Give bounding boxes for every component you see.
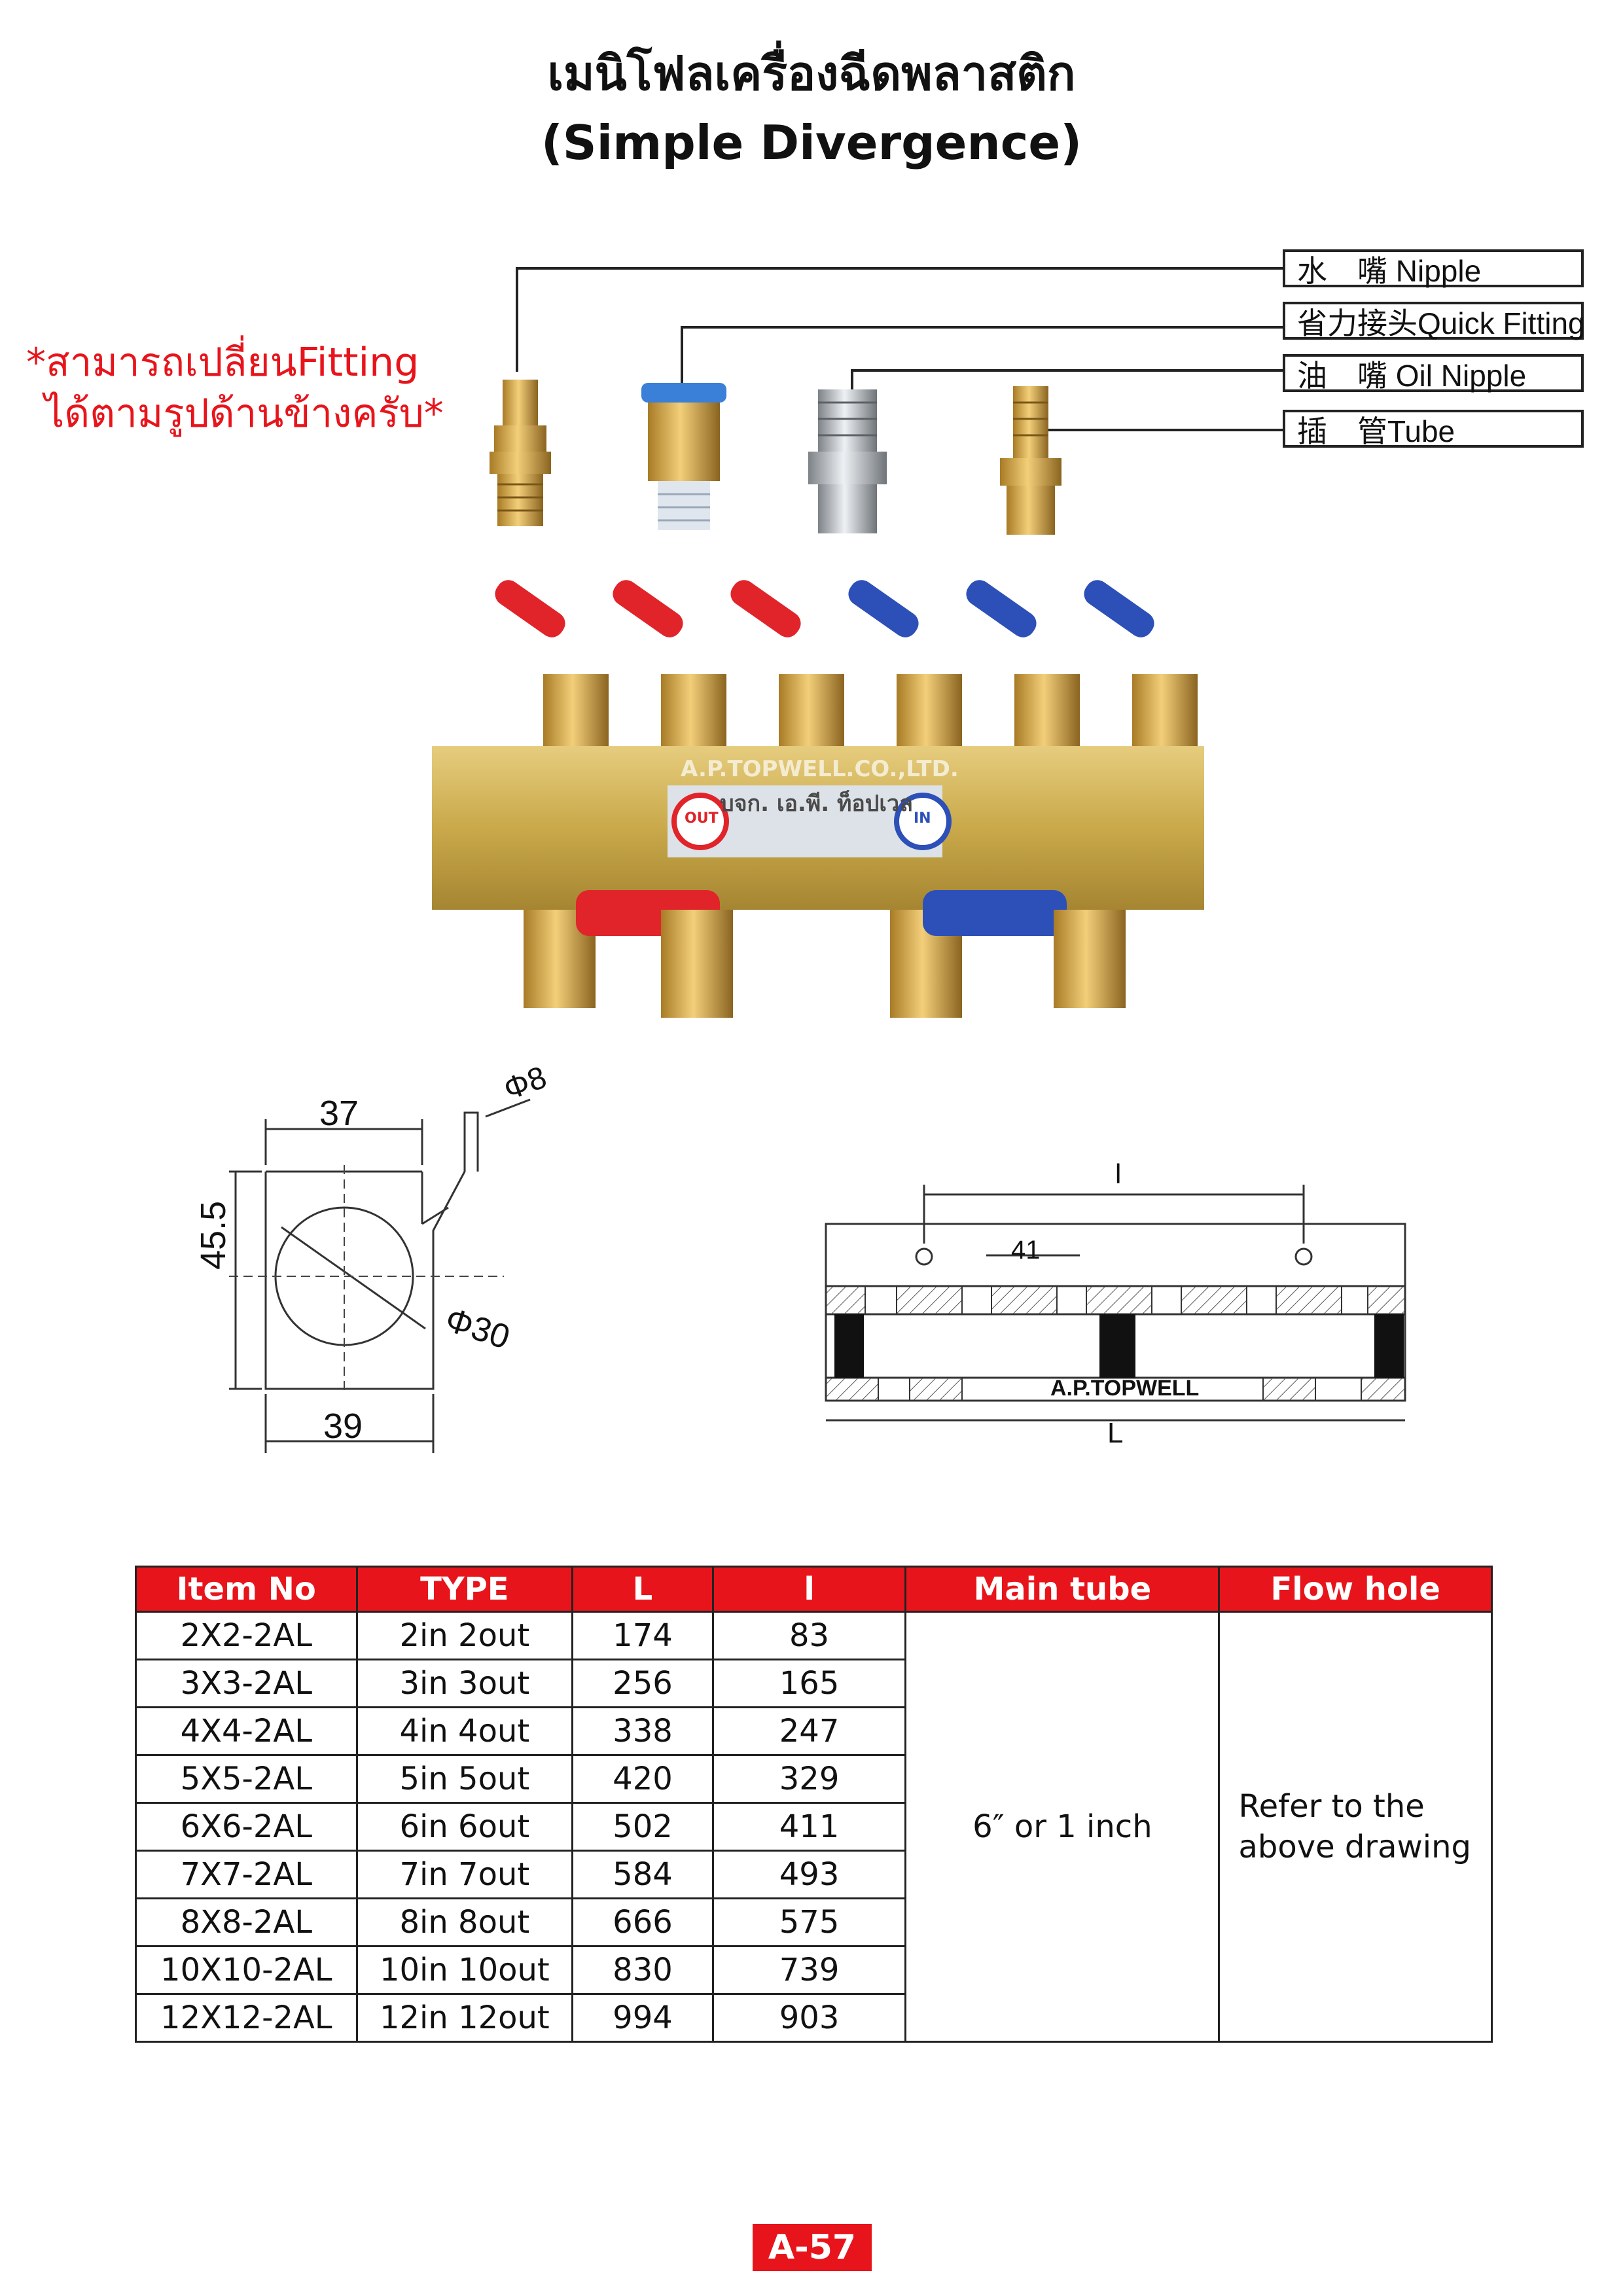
cell-type: 12in 12out xyxy=(355,1993,574,2043)
leader-line-oil-nipple xyxy=(851,369,1283,372)
cell-type: 10in 10out xyxy=(355,1945,574,1995)
cell-item-no: 6X6-2AL xyxy=(135,1802,358,1852)
cell-L: 830 xyxy=(571,1945,714,1995)
top-valves xyxy=(495,580,1198,746)
cell-item-no: 7X7-2AL xyxy=(135,1850,358,1899)
dim-pitch-l: l xyxy=(1115,1158,1122,1189)
leader-line-nipple xyxy=(516,267,1283,270)
fitting-label-tube: 插 管Tube xyxy=(1283,410,1584,448)
col-header-type: TYPE xyxy=(355,1566,574,1613)
spec-table: Item No TYPE L l Main tube Flow hole 2X2… xyxy=(135,1566,1493,2043)
fitting-label-oil-nipple: 油 嘴 Oil Nipple xyxy=(1283,354,1584,393)
col-header-flow-hole: Flow hole xyxy=(1218,1566,1493,1613)
cell-l: 329 xyxy=(711,1754,907,1804)
table-row: 6X6-2AL 6in 6out 502 411 xyxy=(135,1802,1492,1852)
cell-l: 165 xyxy=(711,1659,907,1708)
cell-item-no: 3X3-2AL xyxy=(135,1659,358,1708)
cell-flow-hole: Refer to the above drawing xyxy=(1218,1611,1493,2043)
cell-type: 3in 3out xyxy=(355,1659,574,1708)
leader-drop-nipple xyxy=(516,267,518,372)
left-technical-drawing xyxy=(190,1060,582,1466)
col-header-L: L xyxy=(571,1566,714,1613)
cell-item-no: 5X5-2AL xyxy=(135,1754,358,1804)
dim-length-L: L xyxy=(1107,1417,1124,1449)
manifold-photo xyxy=(419,563,1217,1021)
fitting-label-nipple: 水 嘴 Nipple xyxy=(1283,249,1584,288)
flow-hole-line1: Refer to the xyxy=(1238,1788,1425,1825)
dim-bottom-width: 39 xyxy=(323,1407,363,1446)
cell-L: 994 xyxy=(571,1993,714,2043)
drawing-brand: A.P.TOPWELL xyxy=(1050,1376,1200,1401)
cell-L: 256 xyxy=(571,1659,714,1708)
cell-type: 7in 7out xyxy=(355,1850,574,1899)
fitting-note: *สามารถเปลี่ยนFitting ได้ตามรูปด้านข้างค… xyxy=(26,337,444,439)
dim-top-width: 37 xyxy=(319,1094,359,1133)
cell-type: 5in 5out xyxy=(355,1754,574,1804)
cell-L: 502 xyxy=(571,1802,714,1852)
cell-item-no: 2X2-2AL xyxy=(135,1611,358,1660)
cell-type: 4in 4out xyxy=(355,1706,574,1756)
cell-type: 6in 6out xyxy=(355,1802,574,1852)
cell-item-no: 12X12-2AL xyxy=(135,1993,358,2043)
leader-line-tube xyxy=(1037,429,1283,431)
leader-drop-quick-fitting xyxy=(681,326,683,385)
table-row: 4X4-2AL 4in 4out 338 247 xyxy=(135,1706,1492,1756)
cell-item-no: 8X8-2AL xyxy=(135,1897,358,1947)
cell-l: 83 xyxy=(711,1611,907,1660)
right-technical-drawing xyxy=(818,1158,1420,1466)
cell-l: 493 xyxy=(711,1850,907,1899)
fitting-note-line1: *สามารถเปลี่ยนFitting xyxy=(26,340,419,386)
cell-L: 666 xyxy=(571,1897,714,1947)
table-row: 2X2-2AL 2in 2out 174 83 6″ or 1 inch Ref… xyxy=(135,1611,1493,2043)
cell-L: 338 xyxy=(571,1706,714,1756)
cell-item-no: 4X4-2AL xyxy=(135,1706,358,1756)
manifold-brand-text: A.P.TOPWELL.CO.,LTD. xyxy=(681,756,959,782)
fitting-note-line2: ได้ตามรูปด้านข้างครับ* xyxy=(45,391,444,437)
dim-height: 45.5 xyxy=(194,1200,233,1270)
cell-l: 739 xyxy=(711,1945,907,1995)
nipple-fitting-image xyxy=(471,373,569,530)
cell-main-tube: 6″ or 1 inch xyxy=(904,1611,1221,2043)
col-header-item-no: Item No xyxy=(135,1566,358,1613)
page-title: เมนิโฟลเครื่องฉีดพลาสติก xyxy=(547,46,1076,101)
flow-hole-line2: above drawing xyxy=(1238,1829,1471,1865)
page-subtitle: (Simple Divergence) xyxy=(541,115,1082,170)
cell-L: 420 xyxy=(571,1754,714,1804)
table-row: 3X3-2AL 3in 3out 256 165 xyxy=(135,1659,1492,1708)
table-row: 10X10-2AL 10in 10out 830 739 xyxy=(135,1945,1492,1995)
cell-type: 2in 2out xyxy=(355,1611,574,1660)
table-row: 8X8-2AL 8in 8out 666 575 xyxy=(135,1897,1492,1947)
manifold-out-label: OUT xyxy=(685,810,719,827)
cell-l: 575 xyxy=(711,1897,907,1947)
page-number-badge: A-57 xyxy=(753,2224,872,2271)
tube-fitting-image xyxy=(988,386,1073,537)
cell-L: 174 xyxy=(571,1611,714,1660)
table-header-row: Item No TYPE L l Main tube Flow hole xyxy=(135,1566,1493,1613)
leader-line-quick-fitting xyxy=(681,326,1283,329)
table-row: 12X12-2AL 12in 12out 994 903 xyxy=(135,1993,1492,2043)
manifold-in-label: IN xyxy=(914,810,931,827)
cell-L: 584 xyxy=(571,1850,714,1899)
manifold-thai-text: บจก. เอ.พี. ท็อปเวล xyxy=(720,791,913,817)
col-header-main-tube: Main tube xyxy=(904,1566,1221,1613)
table-row: 7X7-2AL 7in 7out 584 493 xyxy=(135,1850,1492,1899)
quick-fitting-image xyxy=(628,383,740,533)
col-header-l: l xyxy=(711,1566,907,1613)
table-row: 5X5-2AL 5in 5out 420 329 xyxy=(135,1754,1492,1804)
cell-item-no: 10X10-2AL xyxy=(135,1945,358,1995)
cell-l: 903 xyxy=(711,1993,907,2043)
cell-l: 411 xyxy=(711,1802,907,1852)
cell-l: 247 xyxy=(711,1706,907,1756)
leader-drop-oil-nipple xyxy=(851,369,853,395)
fitting-label-quick-fitting: 省力接头Quick Fitting xyxy=(1283,302,1585,340)
cell-type: 8in 8out xyxy=(355,1897,574,1947)
dim-41: 41 xyxy=(1011,1236,1041,1265)
oil-nipple-image xyxy=(795,389,900,537)
